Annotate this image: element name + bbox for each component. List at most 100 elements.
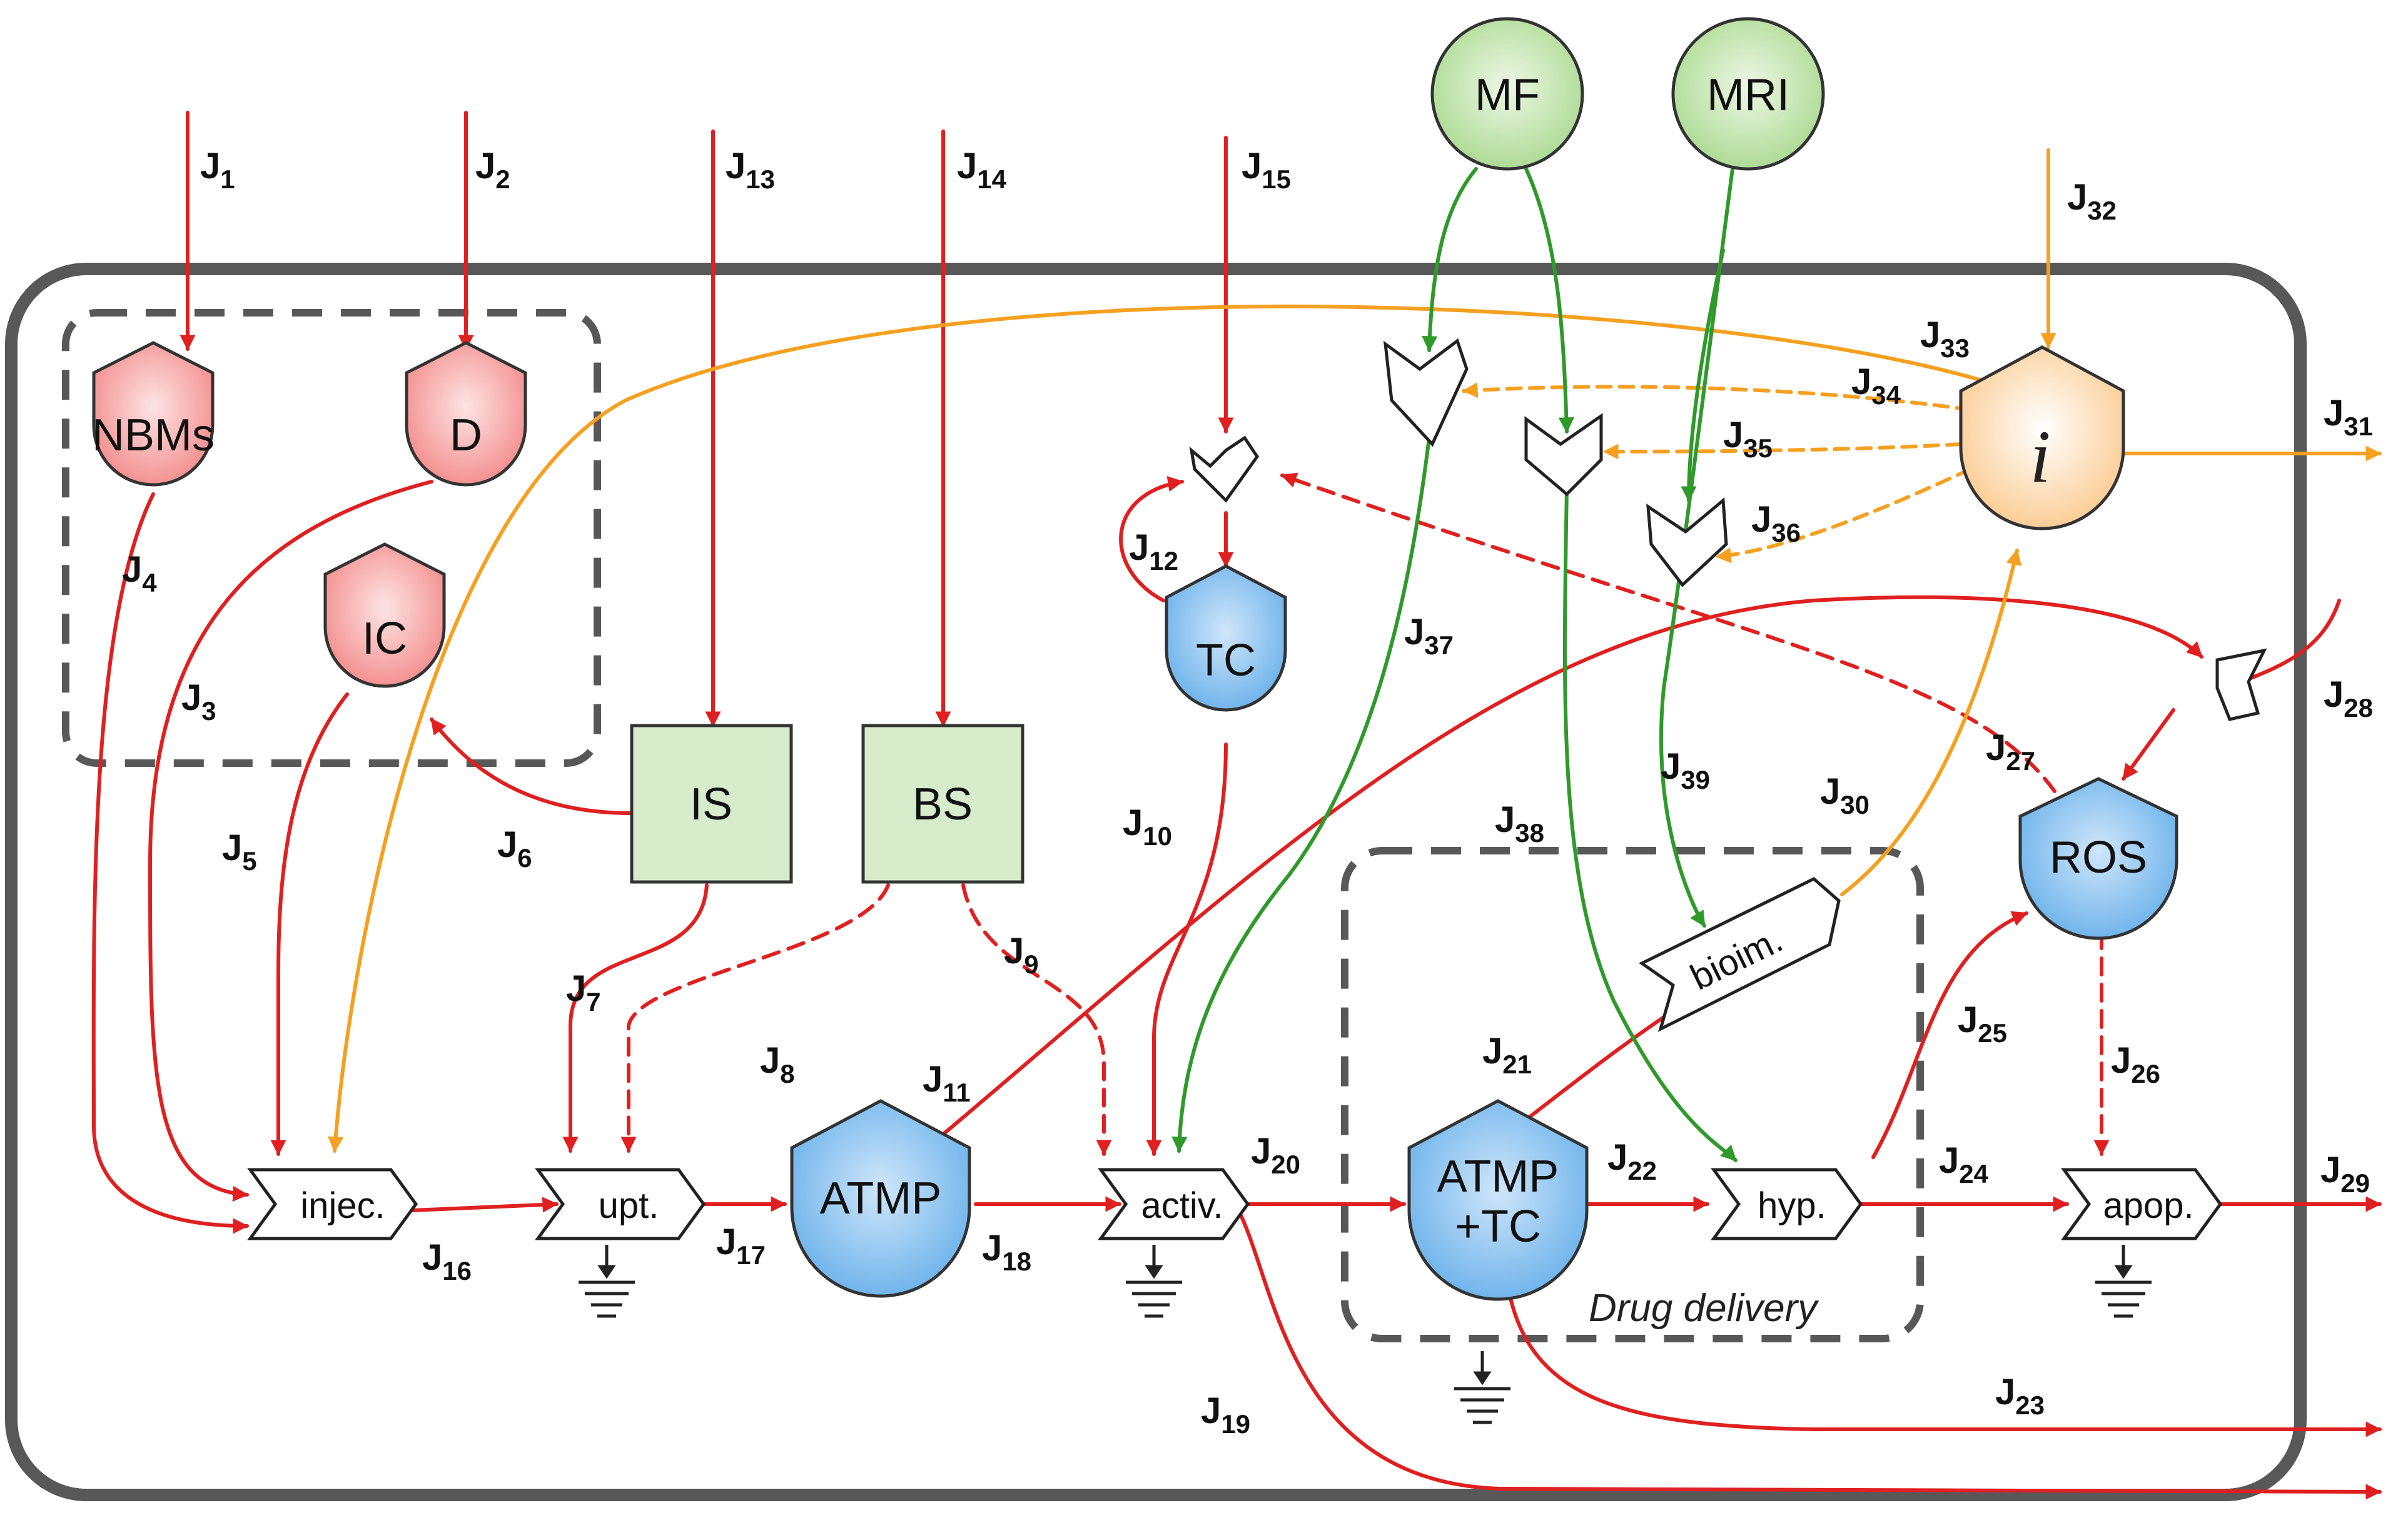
ic-node[interactable]: IC — [323, 542, 446, 688]
hyperthermia-process[interactable]: hyp. — [1711, 1168, 1863, 1240]
flux-arrow-j37 — [1171, 436, 1431, 1153]
cell-boundary — [5, 263, 2307, 1501]
atmp-tc-label-line1: ATMP — [1437, 1152, 1559, 1202]
ground-symbol-activation — [1126, 1245, 1182, 1318]
atmp-node[interactable]: ATMP — [790, 1099, 971, 1298]
flux-arrow-j38-mf-input — [1524, 167, 1574, 433]
flux-arrow-j27 — [1280, 472, 2056, 793]
flux-label-j4: J4 — [122, 549, 157, 597]
stimulus-group-box — [62, 309, 601, 767]
d-node[interactable]: D — [405, 341, 527, 487]
mf-node[interactable]: MF — [1430, 17, 1584, 171]
flux-label-j15: J15 — [1242, 146, 1291, 194]
flux-label-j24: J24 — [1939, 1140, 1989, 1188]
mf-gate-chevron-1 — [1383, 338, 1469, 447]
flux-arrow-j37-mf-input — [1422, 167, 1478, 352]
atmp-tc-node[interactable]: ATMP +TC — [1407, 1099, 1589, 1301]
flux-arrow-j6 — [430, 717, 634, 815]
flux-arrow-j16 — [411, 1197, 559, 1213]
flux-label-j11: J11 — [923, 1059, 971, 1107]
flux-arrow-j27-ros-input — [2122, 708, 2175, 781]
flux-label-j30: J30 — [1820, 771, 1869, 819]
flux-label-j35: J35 — [1723, 415, 1773, 463]
flux-label-j23: J23 — [1995, 1372, 2045, 1420]
flux-label-j38: J38 — [1495, 799, 1544, 848]
flux-arrow-j38 — [1562, 486, 1738, 1162]
flux-label-j14: J14 — [957, 146, 1007, 194]
hyperthermia-label: hyp. — [1758, 1185, 1826, 1226]
ground-symbol-apoptosis — [2095, 1245, 2152, 1318]
flux-label-j17: J17 — [716, 1222, 766, 1270]
bioimaging-process[interactable]: bioim. — [1639, 877, 1841, 1032]
mri-gate-chevron — [1646, 497, 1728, 587]
flux-arrow-j19 — [1237, 1208, 2382, 1500]
flux-label-j16: J16 — [422, 1237, 472, 1285]
flux-label-j36: J36 — [1751, 499, 1801, 547]
nbms-node[interactable]: NBMs — [92, 341, 215, 487]
atmp-tc-label-line2: +TC — [1455, 1202, 1541, 1252]
flux-arrow-j25 — [1871, 911, 2028, 1159]
flux-label-j31: J31 — [2324, 393, 2373, 441]
flux-label-j19: J19 — [1201, 1391, 1250, 1439]
mri-node[interactable]: MRI — [1671, 17, 1825, 171]
flux-label-j26: J26 — [2111, 1040, 2160, 1088]
flux-label-j39: J39 — [1661, 746, 1710, 794]
uptake-process[interactable]: upt. — [535, 1168, 706, 1240]
ground-symbol-uptake — [579, 1245, 635, 1318]
flux-arrow-j8 — [620, 883, 890, 1153]
flux-label-j13: J13 — [726, 146, 775, 194]
activation-process[interactable]: activ. — [1098, 1168, 1250, 1240]
tc-gate-chevron — [1189, 435, 1260, 503]
is-label: IS — [690, 779, 732, 829]
flux-label-j37: J37 — [1404, 612, 1454, 660]
flux-arrow-j33 — [328, 304, 1988, 1153]
nbms-label: NBMs — [92, 410, 215, 460]
flux-label-j22: J22 — [1607, 1137, 1657, 1185]
flux-label-j9: J9 — [1004, 931, 1039, 979]
ros-node[interactable]: ROS — [2018, 777, 2178, 940]
info-label: i — [2030, 415, 2050, 498]
flux-arrow-j5 — [270, 692, 349, 1156]
activation-label: activ. — [1141, 1185, 1223, 1226]
injection-process[interactable]: injec. — [247, 1168, 418, 1240]
flux-arrow-j7 — [562, 883, 709, 1153]
tc-node[interactable]: TC — [1165, 564, 1287, 712]
flux-arrow-j4 — [91, 492, 249, 1234]
apoptosis-process[interactable]: apop. — [2061, 1168, 2223, 1240]
bs-node[interactable]: BS — [861, 724, 1024, 884]
flux-label-j27: J27 — [1986, 727, 2035, 776]
uptake-label: upt. — [599, 1185, 659, 1226]
flux-label-j33: J33 — [1920, 315, 1970, 363]
flux-arrow-j39 — [1659, 167, 1734, 928]
ic-label: IC — [362, 614, 407, 664]
ros-gate-chevron — [2215, 648, 2267, 721]
flux-label-j21: J21 — [1482, 1031, 1532, 1079]
flux-label-j6: J6 — [497, 824, 532, 873]
tc-label: TC — [1196, 636, 1256, 686]
flux-label-j29: J29 — [2320, 1150, 2370, 1198]
flux-label-j32: J32 — [2067, 177, 2117, 225]
flux-arrow-j3 — [148, 480, 433, 1202]
info-node[interactable]: i — [1959, 345, 2125, 530]
apoptosis-label: apop. — [2103, 1185, 2193, 1226]
drug-delivery-box — [1341, 847, 1924, 1342]
flux-label-j10: J10 — [1123, 803, 1172, 851]
flux-label-j2: J2 — [475, 146, 510, 194]
flux-arrow-j11 — [936, 595, 2203, 1140]
flux-arrow-j9 — [961, 883, 1112, 1156]
flux-arrow-j10 — [1146, 742, 1228, 1156]
drug-delivery-caption: Drug delivery — [1589, 1287, 1819, 1330]
flux-arrow-j34 — [1462, 382, 1972, 412]
mri-label: MRI — [1707, 70, 1789, 120]
is-node[interactable]: IS — [630, 724, 793, 884]
flux-label-j3: J3 — [181, 677, 216, 726]
mf-label: MF — [1475, 70, 1540, 120]
flux-arrow-j35 — [1602, 442, 1963, 460]
flux-label-j34: J34 — [1851, 362, 1901, 410]
ros-label: ROS — [2050, 833, 2147, 883]
flux-arrow-j36 — [1715, 467, 1972, 564]
flux-label-j28: J28 — [2324, 674, 2373, 722]
atmp-label: ATMP — [820, 1173, 942, 1224]
injection-label: injec. — [300, 1185, 385, 1226]
